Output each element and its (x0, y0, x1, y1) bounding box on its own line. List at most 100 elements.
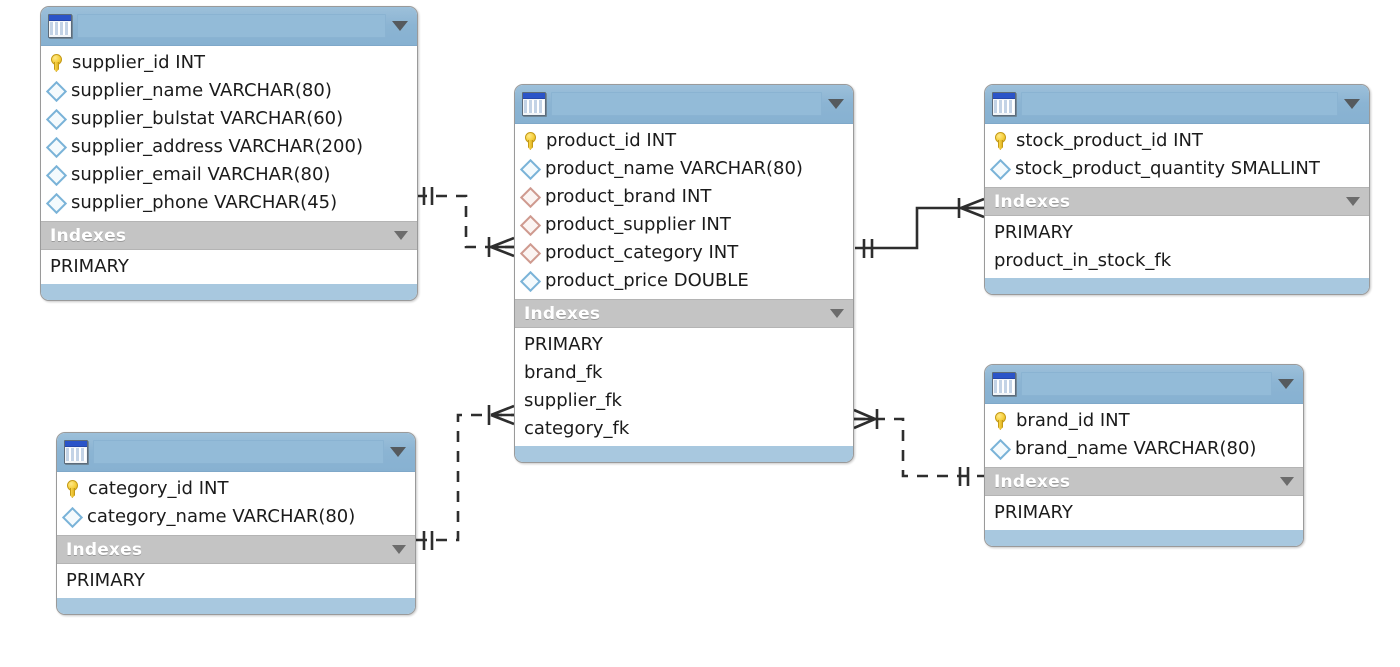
diamond-fk-icon (519, 242, 542, 264)
chevron-down-icon[interactable] (828, 99, 844, 109)
table-supplier-indexes-header[interactable]: Indexes (41, 221, 417, 250)
chevron-down-icon[interactable] (394, 231, 408, 240)
column-row[interactable]: supplier_phone VARCHAR(45) (41, 189, 417, 217)
indexes-label: Indexes (994, 471, 1071, 492)
column-row[interactable]: supplier_name VARCHAR(80) (41, 77, 417, 105)
column-row[interactable]: supplier_email VARCHAR(80) (41, 161, 417, 189)
diamond-icon (45, 136, 68, 158)
diamond-icon (989, 438, 1012, 460)
table-stock-titlebar[interactable] (985, 85, 1369, 124)
column-row[interactable]: brand_id INT (985, 407, 1303, 435)
chevron-down-icon[interactable] (830, 309, 844, 318)
index-row[interactable]: supplier_fk (524, 389, 622, 411)
diamond-icon (519, 270, 542, 292)
table-product-columns: product_id INT product_name VARCHAR(80) … (515, 124, 853, 299)
table-supplier-titlebar[interactable] (41, 7, 417, 46)
column-row[interactable]: stock_product_quantity SMALLINT (985, 155, 1369, 183)
table-supplier[interactable]: supplier_id INT supplier_name VARCHAR(80… (40, 6, 418, 301)
table-stock[interactable]: stock_product_id INT stock_product_quant… (984, 84, 1370, 295)
column-label: category_id INT (88, 478, 229, 499)
index-row[interactable]: PRIMARY (994, 221, 1073, 243)
table-product[interactable]: product_id INT product_name VARCHAR(80) … (514, 84, 854, 463)
column-label: supplier_name VARCHAR(80) (71, 80, 332, 101)
chevron-down-icon[interactable] (1346, 197, 1360, 206)
chevron-down-icon[interactable] (1280, 477, 1294, 486)
table-brand[interactable]: brand_id INT brand_name VARCHAR(80) Inde… (984, 364, 1304, 547)
relationship-product-brand[interactable] (853, 408, 984, 486)
column-label: supplier_bulstat VARCHAR(60) (71, 108, 344, 129)
key-icon (65, 480, 81, 498)
chevron-down-icon[interactable] (1278, 379, 1294, 389)
table-brand-titlebar[interactable] (985, 365, 1303, 404)
index-row[interactable]: PRIMARY (524, 333, 603, 355)
column-label: supplier_email VARCHAR(80) (71, 164, 331, 185)
table-icon (522, 92, 546, 116)
table-stock-indexes-header[interactable]: Indexes (985, 187, 1369, 216)
index-row[interactable]: product_in_stock_fk (994, 249, 1172, 271)
diamond-icon (519, 158, 542, 180)
column-row[interactable]: supplier_bulstat VARCHAR(60) (41, 105, 417, 133)
key-icon (993, 412, 1009, 430)
column-label: product_brand INT (545, 186, 712, 207)
table-category[interactable]: category_id INT category_name VARCHAR(80… (56, 432, 416, 615)
table-icon (992, 92, 1016, 116)
column-row[interactable]: stock_product_id INT (985, 127, 1369, 155)
diamond-fk-icon (519, 214, 542, 236)
table-brand-indexes: PRIMARY (985, 496, 1303, 529)
table-brand-columns: brand_id INT brand_name VARCHAR(80) (985, 404, 1303, 467)
column-label: product_id INT (546, 130, 677, 151)
column-label: product_supplier INT (545, 214, 731, 235)
table-category-indexes: PRIMARY (57, 564, 415, 597)
relationship-supplier-product[interactable] (416, 187, 515, 258)
relationship-category-product[interactable] (416, 404, 515, 550)
chevron-down-icon[interactable] (392, 21, 408, 31)
table-product-footer (515, 445, 853, 462)
table-category-indexes-header[interactable]: Indexes (57, 535, 415, 564)
index-row[interactable]: PRIMARY (50, 255, 129, 277)
table-product-indexes-header[interactable]: Indexes (515, 299, 853, 328)
table-category-name-field[interactable] (93, 440, 384, 464)
key-icon (993, 132, 1009, 150)
index-row[interactable]: PRIMARY (66, 569, 145, 591)
column-row[interactable]: supplier_address VARCHAR(200) (41, 133, 417, 161)
table-category-titlebar[interactable] (57, 433, 415, 472)
indexes-label: Indexes (50, 225, 127, 246)
diamond-icon (989, 158, 1012, 180)
column-row[interactable]: product_name VARCHAR(80) (515, 155, 853, 183)
column-row[interactable]: product_brand INT (515, 183, 853, 211)
column-row[interactable]: product_supplier INT (515, 211, 853, 239)
chevron-down-icon[interactable] (390, 447, 406, 457)
table-supplier-name-field[interactable] (77, 14, 386, 38)
index-row[interactable]: category_fk (524, 417, 630, 439)
column-row[interactable]: category_name VARCHAR(80) (57, 503, 415, 531)
table-stock-name-field[interactable] (1021, 92, 1338, 116)
table-brand-name-field[interactable] (1021, 372, 1272, 396)
diamond-icon (45, 164, 68, 186)
chevron-down-icon[interactable] (1344, 99, 1360, 109)
index-row[interactable]: brand_fk (524, 361, 603, 383)
key-icon (49, 54, 65, 72)
column-row[interactable]: product_category INT (515, 239, 853, 267)
table-product-name-field[interactable] (551, 92, 822, 116)
column-label: product_price DOUBLE (545, 270, 749, 291)
table-category-columns: category_id INT category_name VARCHAR(80… (57, 472, 415, 535)
column-row[interactable]: supplier_id INT (41, 49, 417, 77)
column-label: product_category INT (545, 242, 739, 263)
table-brand-indexes-header[interactable]: Indexes (985, 467, 1303, 496)
table-product-titlebar[interactable] (515, 85, 853, 124)
column-row[interactable]: brand_name VARCHAR(80) (985, 435, 1303, 463)
column-label: supplier_id INT (72, 52, 206, 73)
table-brand-footer (985, 529, 1303, 546)
table-stock-columns: stock_product_id INT stock_product_quant… (985, 124, 1369, 187)
table-icon (64, 440, 88, 464)
column-label: product_name VARCHAR(80) (545, 158, 803, 179)
diamond-icon (61, 506, 84, 528)
relationship-product-stock[interactable] (855, 197, 985, 258)
table-product-indexes: PRIMARY brand_fk supplier_fk category_fk (515, 328, 853, 445)
column-row[interactable]: product_price DOUBLE (515, 267, 853, 295)
column-row[interactable]: category_id INT (57, 475, 415, 503)
column-label: stock_product_id INT (1016, 130, 1203, 151)
column-row[interactable]: product_id INT (515, 127, 853, 155)
chevron-down-icon[interactable] (392, 545, 406, 554)
index-row[interactable]: PRIMARY (994, 501, 1073, 523)
